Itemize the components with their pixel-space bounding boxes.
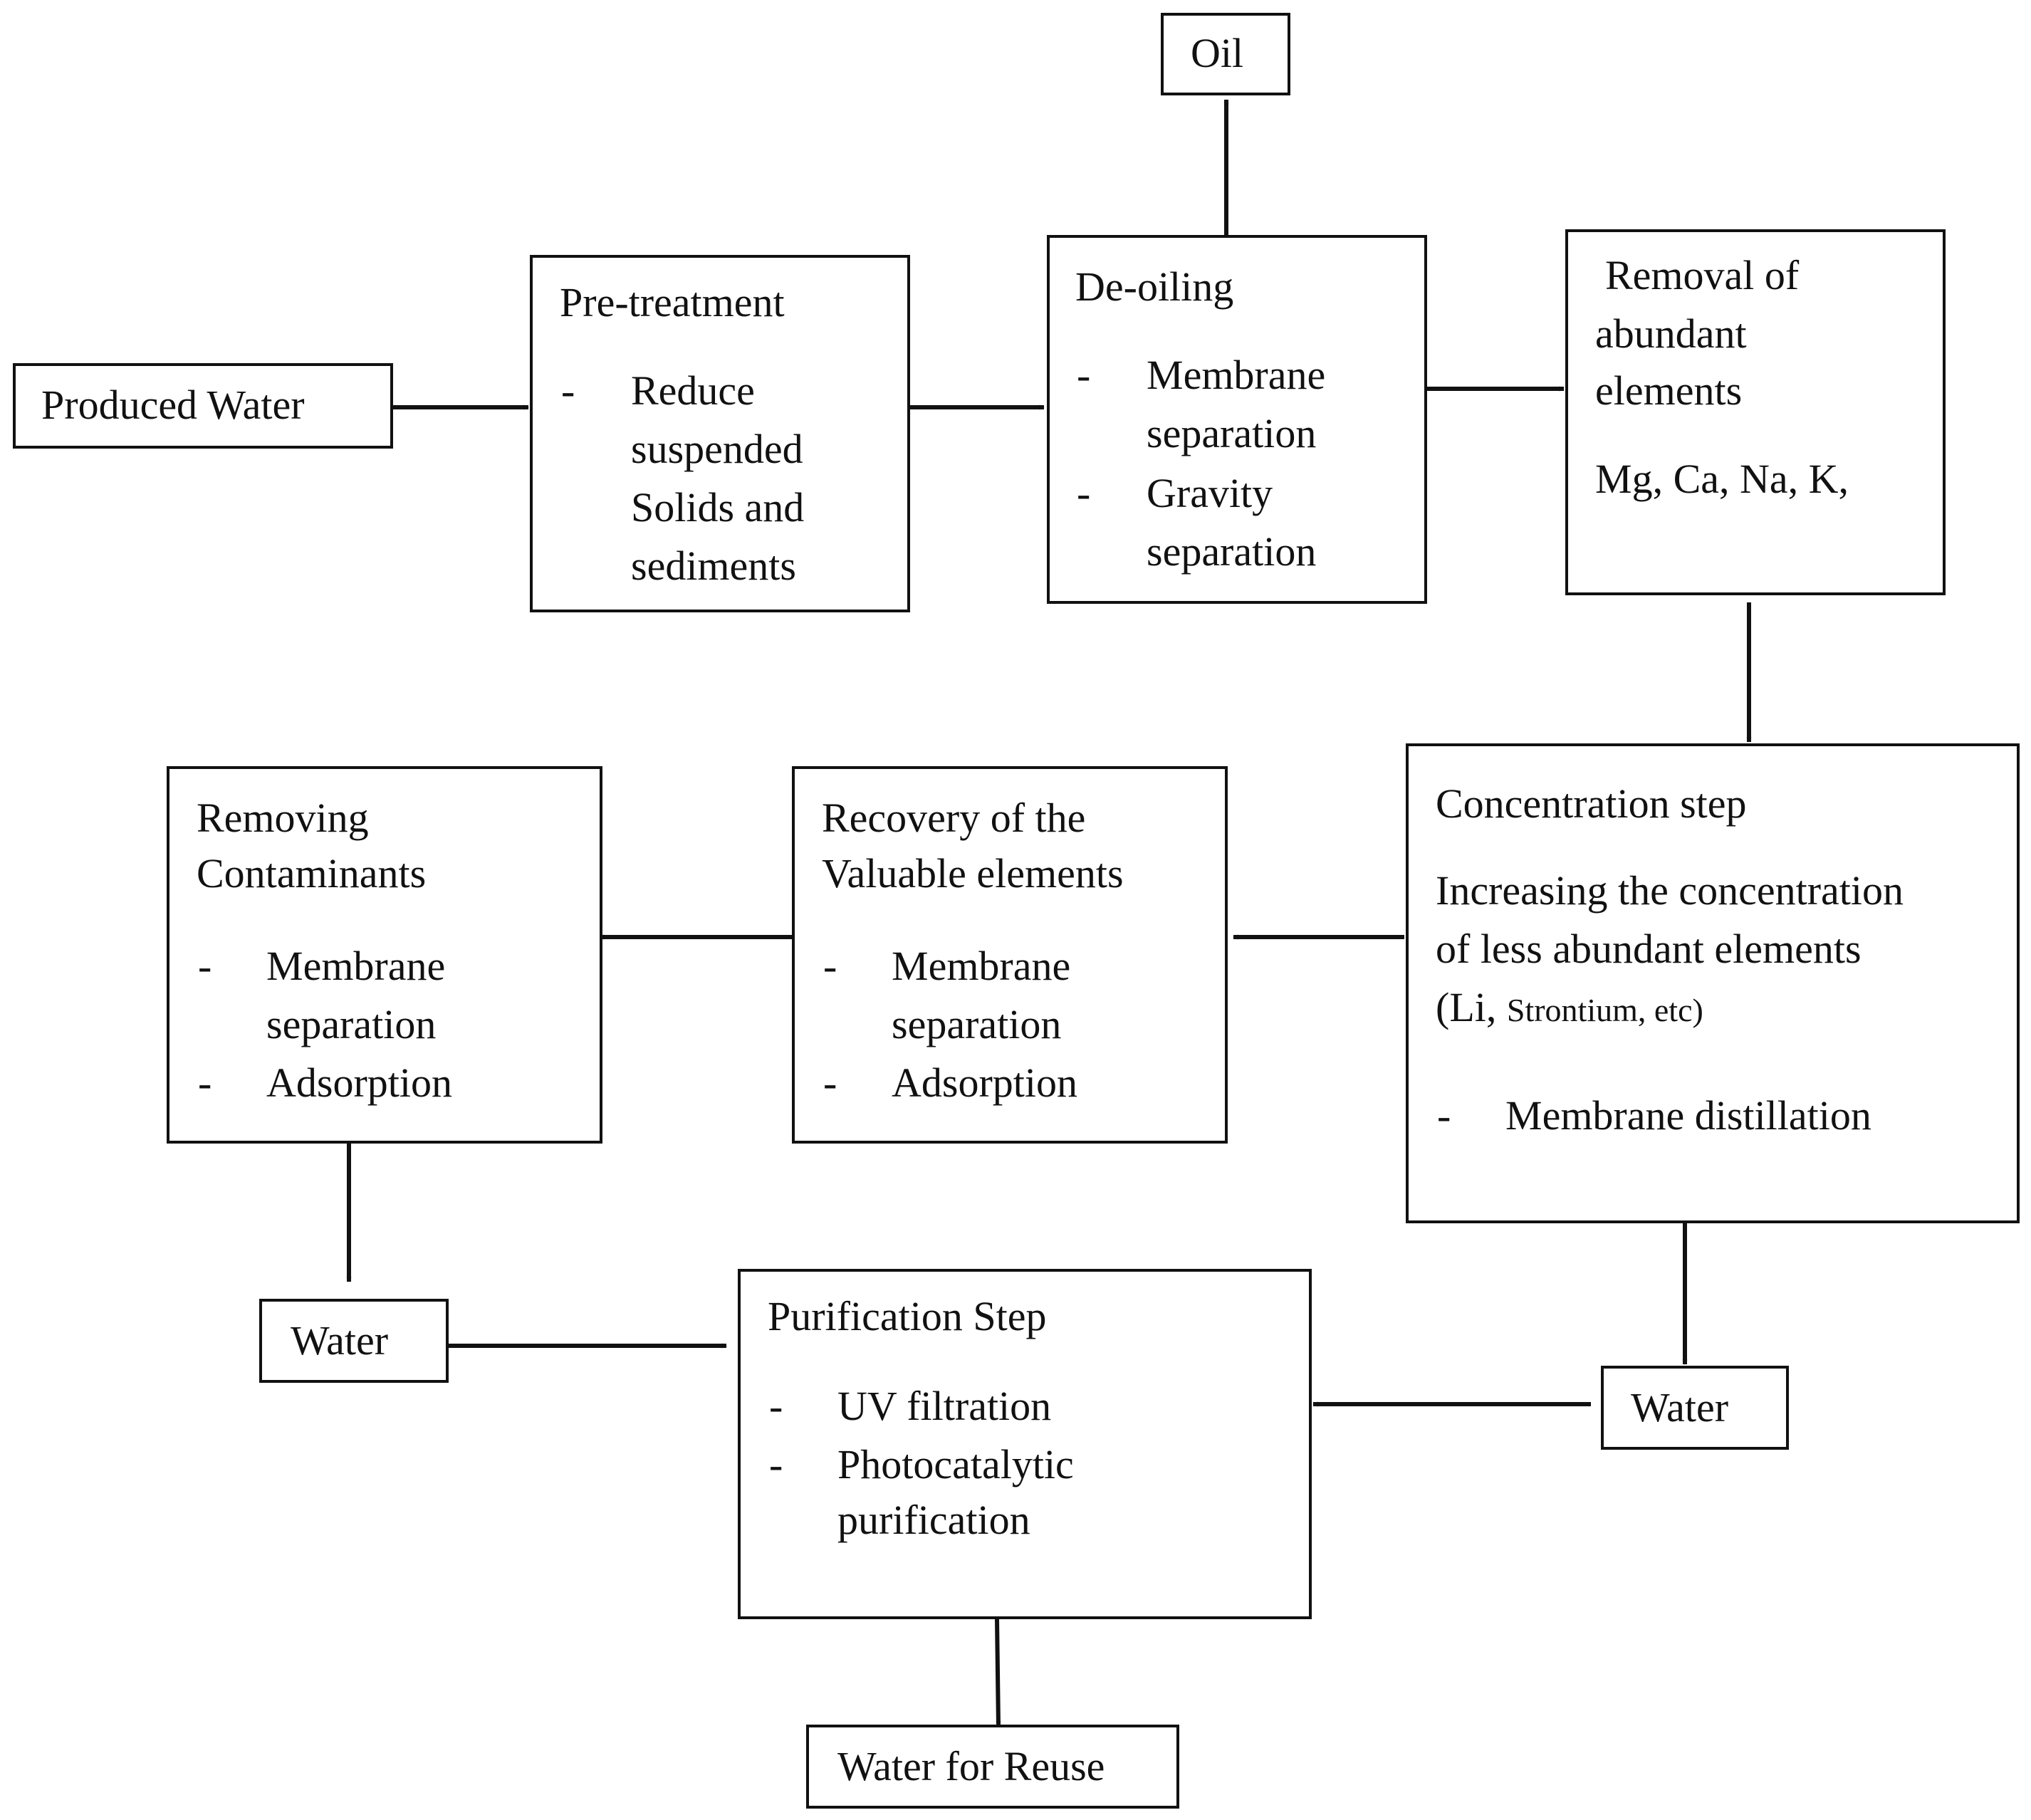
pretreatment-line: Solids and bbox=[631, 484, 805, 530]
produced-water-box: Produced Water bbox=[13, 363, 393, 449]
deoiling-bullet-line: separation bbox=[1147, 528, 1317, 575]
water-left-box: Water bbox=[259, 1299, 449, 1383]
oil-label: Oil bbox=[1191, 30, 1244, 76]
arrow-purification-to-reuse bbox=[995, 1618, 1001, 1727]
concentration-desc-strontium: Strontium, etc) bbox=[1506, 992, 1703, 1028]
purification-bullet-line: Photocatalytic bbox=[837, 1441, 1074, 1487]
water-right-label: Water bbox=[1631, 1384, 1729, 1431]
removal-title-line: abundant bbox=[1595, 310, 1747, 357]
deoiling-title: De-oiling bbox=[1075, 263, 1234, 310]
removal-elements: Mg, Ca, Na, K, bbox=[1595, 456, 1849, 502]
concentration-bullet: Membrane distillation bbox=[1505, 1092, 1871, 1139]
concentration-desc-line: Increasing the concentration bbox=[1436, 867, 1904, 914]
pretreatment-line: Reduce bbox=[631, 367, 755, 414]
concentration-title: Concentration step bbox=[1436, 780, 1747, 827]
removal-title-line: elements bbox=[1595, 367, 1743, 414]
removal-title-line: Removal of bbox=[1605, 252, 1800, 298]
removing-bullet-line: Membrane bbox=[266, 943, 446, 989]
pretreatment-line: suspended bbox=[631, 426, 803, 472]
removing-bullet-line: Adsorption bbox=[266, 1060, 452, 1106]
pretreatment-box: Pre-treatment - Reduce suspended Solids … bbox=[530, 255, 910, 612]
deoiling-bullet-line: Gravity bbox=[1147, 470, 1273, 516]
deoiling-box: De-oiling - Membrane separation - Gravit… bbox=[1047, 235, 1427, 604]
bullet-marker: - bbox=[561, 367, 575, 414]
concentration-desc-li: (Li, bbox=[1436, 984, 1497, 1030]
concentration-desc-elements: (Li, Strontium, etc) bbox=[1436, 978, 1703, 1040]
recovery-bullet-line: Adsorption bbox=[892, 1060, 1077, 1106]
bullet-marker: - bbox=[198, 1060, 212, 1106]
removing-box: Removing Contaminants - Membrane separat… bbox=[167, 766, 602, 1144]
removing-title-line: Contaminants bbox=[197, 850, 427, 896]
bullet-marker: - bbox=[1437, 1092, 1451, 1139]
purification-bullet-line: UV filtration bbox=[837, 1383, 1052, 1429]
recovery-box: Recovery of the Valuable elements - Memb… bbox=[792, 766, 1228, 1144]
pretreatment-title: Pre-treatment bbox=[560, 279, 785, 325]
water-reuse-box: Water for Reuse bbox=[806, 1725, 1179, 1809]
recovery-title-line: Recovery of the bbox=[822, 795, 1086, 841]
recovery-title-line: Valuable elements bbox=[822, 850, 1124, 896]
removal-box: Removal of abundant elements Mg, Ca, Na,… bbox=[1565, 229, 1946, 595]
recovery-bullet-line: Membrane bbox=[892, 943, 1071, 989]
recovery-bullet-line: separation bbox=[892, 1001, 1062, 1047]
bullet-marker: - bbox=[769, 1441, 783, 1487]
purification-bullet-line: purification bbox=[837, 1497, 1030, 1543]
oil-box: Oil bbox=[1161, 13, 1290, 95]
removing-bullet-line: separation bbox=[266, 1001, 437, 1047]
water-right-box: Water bbox=[1601, 1366, 1789, 1450]
pretreatment-line: sediments bbox=[631, 543, 796, 589]
deoiling-bullet-line: Membrane bbox=[1147, 352, 1326, 398]
deoiling-bullet-line: separation bbox=[1147, 410, 1317, 456]
water-reuse-label: Water for Reuse bbox=[837, 1743, 1105, 1789]
concentration-box: Concentration step Increasing the concen… bbox=[1406, 743, 2020, 1223]
bullet-marker: - bbox=[198, 943, 212, 989]
bullet-marker: - bbox=[823, 1060, 837, 1106]
produced-water-label: Produced Water bbox=[41, 382, 305, 428]
water-left-label: Water bbox=[291, 1317, 389, 1364]
bullet-marker: - bbox=[1077, 470, 1091, 516]
purification-box: Purification Step - UV filtration - Phot… bbox=[738, 1269, 1312, 1619]
bullet-marker: - bbox=[823, 943, 837, 989]
bullet-marker: - bbox=[769, 1383, 783, 1429]
removing-title-line: Removing bbox=[197, 795, 369, 841]
purification-title: Purification Step bbox=[768, 1293, 1047, 1339]
bullet-marker: - bbox=[1077, 352, 1091, 398]
concentration-desc-line: of less abundant elements bbox=[1436, 926, 1862, 972]
